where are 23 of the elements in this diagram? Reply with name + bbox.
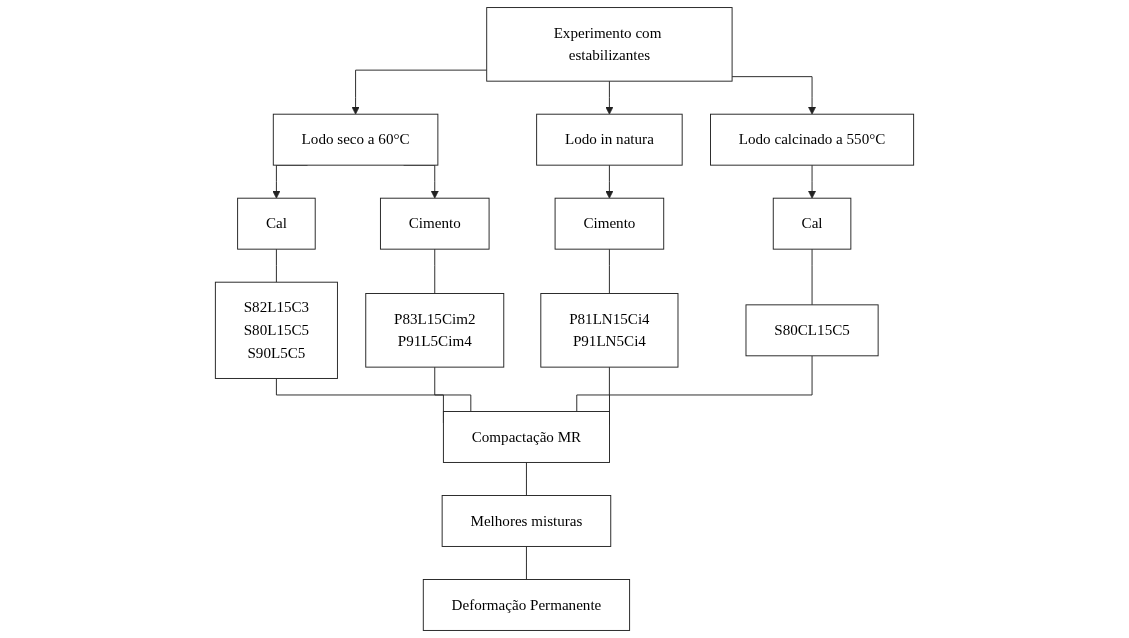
node-box: S80CL15C5 (745, 304, 879, 357)
connector (434, 248, 436, 294)
node-box: S82L15C3 S80L15C5 S90L5C5 (214, 281, 338, 379)
node-box: Melhores misturas (441, 495, 612, 547)
connector (434, 366, 472, 412)
node-box: Cimento (379, 197, 490, 250)
connector (576, 366, 610, 412)
node-box: Lodo seco a 60°C (272, 113, 439, 166)
node-box: Cal (237, 197, 316, 250)
connector (811, 248, 813, 306)
node-box: Compactação MR (442, 411, 610, 463)
connector (608, 248, 610, 294)
node-box: Lodo in natura (536, 113, 683, 166)
node-box: Lodo calcinado a 550°C (710, 113, 915, 166)
node-box: P83L15Cim2 P91L5Cim4 (365, 293, 505, 368)
node-box: Experimento com estabilizantes (486, 7, 733, 82)
node-box: P81LN15Ci4 P91LN5Ci4 (540, 293, 679, 368)
node-box: Cal (772, 197, 852, 250)
node-box: Deformação Permanente (422, 579, 631, 631)
connector (526, 462, 527, 496)
connector (275, 248, 277, 283)
connector (526, 546, 527, 580)
node-box: Cimento (554, 197, 665, 250)
